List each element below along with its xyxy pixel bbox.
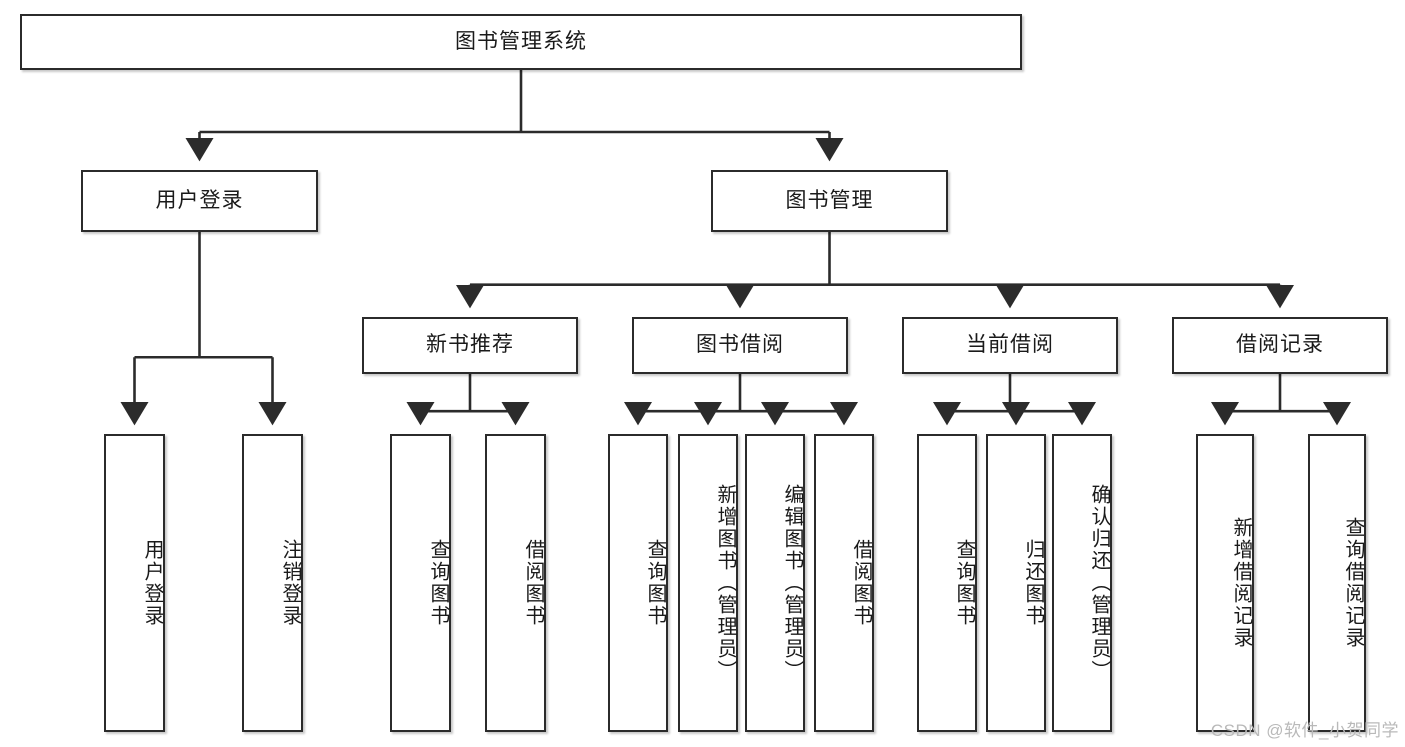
node-label: 用户登录 bbox=[155, 188, 244, 212]
node-label: 查询图书 bbox=[644, 539, 666, 627]
node-label: 借阅图书 bbox=[850, 539, 872, 627]
node-label: 用户登录 bbox=[141, 539, 163, 627]
node-leaf-10[interactable]: 归还图书 bbox=[986, 434, 1046, 732]
node-label: 查询图书 bbox=[953, 539, 975, 627]
node-user-login[interactable]: 用户登录 bbox=[81, 170, 318, 232]
node-current-borrow[interactable]: 当前借阅 bbox=[902, 317, 1118, 374]
node-leaf-5[interactable]: 查询图书 bbox=[608, 434, 668, 732]
node-leaf-13[interactable]: 查询借阅记录 bbox=[1308, 434, 1366, 732]
node-root[interactable]: 图书管理系统 bbox=[20, 14, 1022, 70]
node-label: 编辑图书（管理员） bbox=[781, 484, 803, 682]
node-leaf-3[interactable]: 查询图书 bbox=[390, 434, 451, 732]
node-label: 归还图书 bbox=[1022, 539, 1044, 627]
node-leaf-9[interactable]: 查询图书 bbox=[917, 434, 977, 732]
node-label: 查询借阅记录 bbox=[1342, 517, 1364, 649]
node-label: 借阅图书 bbox=[522, 539, 544, 627]
node-book-borrow[interactable]: 图书借阅 bbox=[632, 317, 848, 374]
watermark: CSDN @软件_小贺同学 bbox=[1210, 721, 1399, 740]
node-leaf-2[interactable]: 注销登录 bbox=[242, 434, 303, 732]
node-book-manage[interactable]: 图书管理 bbox=[711, 170, 948, 232]
node-label: 确认归还（管理员） bbox=[1088, 484, 1110, 682]
node-new-book-rec[interactable]: 新书推荐 bbox=[362, 317, 578, 374]
node-label: 借阅记录 bbox=[1236, 333, 1324, 357]
node-label: 当前借阅 bbox=[966, 333, 1054, 357]
node-label: 新增图书（管理员） bbox=[714, 484, 736, 682]
node-leaf-4[interactable]: 借阅图书 bbox=[485, 434, 546, 732]
node-leaf-12[interactable]: 新增借阅记录 bbox=[1196, 434, 1254, 732]
node-label: 图书借阅 bbox=[696, 333, 784, 357]
node-leaf-11[interactable]: 确认归还（管理员） bbox=[1052, 434, 1112, 732]
node-leaf-8[interactable]: 借阅图书 bbox=[814, 434, 874, 732]
node-label: 图书管理系统 bbox=[455, 29, 587, 53]
node-label: 注销登录 bbox=[279, 539, 301, 627]
node-label: 图书管理 bbox=[785, 188, 874, 212]
node-borrow-record[interactable]: 借阅记录 bbox=[1172, 317, 1388, 374]
node-label: 新书推荐 bbox=[426, 333, 514, 357]
node-label: 查询图书 bbox=[427, 539, 449, 627]
node-label: 新增借阅记录 bbox=[1230, 517, 1252, 649]
node-leaf-6[interactable]: 新增图书（管理员） bbox=[678, 434, 738, 732]
node-leaf-1[interactable]: 用户登录 bbox=[104, 434, 165, 732]
node-leaf-7[interactable]: 编辑图书（管理员） bbox=[745, 434, 805, 732]
